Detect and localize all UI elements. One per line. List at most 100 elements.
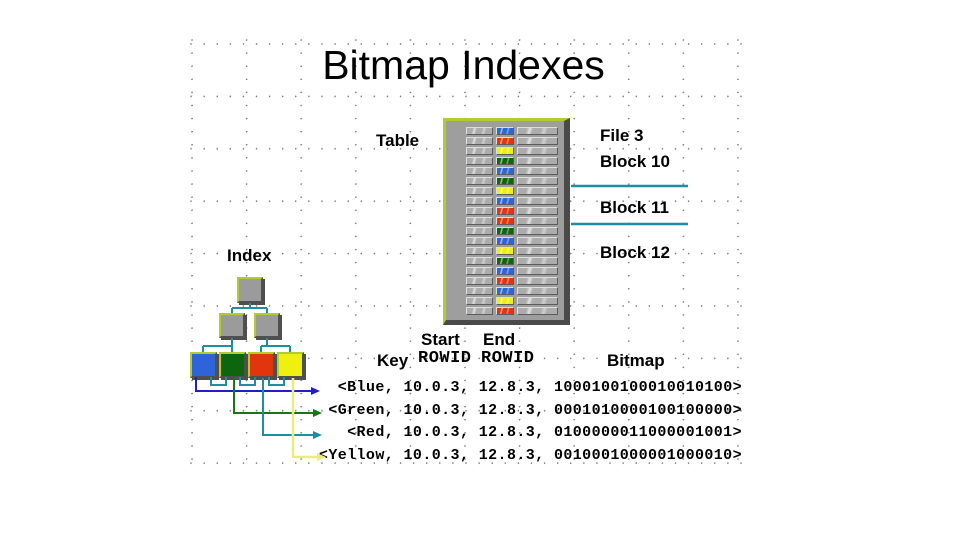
table-row [466, 187, 564, 195]
table-row [466, 227, 564, 235]
row-left-bar [466, 237, 493, 245]
table-row [466, 167, 564, 175]
index-root-node [237, 277, 263, 303]
table-row [466, 127, 564, 135]
row-right-bar [517, 207, 558, 215]
row-color-cell-green [496, 157, 514, 165]
column-header-start: Start [421, 330, 460, 349]
column-header-end-rowid: ROWID [481, 349, 535, 368]
table-row [466, 287, 564, 295]
row-right-bar [517, 157, 558, 165]
record-row-green: <Green, 10.0.3, 12.8.3, 0001010000100100… [328, 402, 742, 419]
index-leaf-node-red [248, 352, 275, 378]
index-leaf-node-blue [190, 352, 217, 378]
table-row [466, 147, 564, 155]
row-color-cell-yellow [496, 297, 514, 305]
row-left-bar [466, 227, 493, 235]
column-header-end: End [483, 330, 516, 349]
row-left-bar [466, 127, 493, 135]
row-right-bar [517, 277, 558, 285]
row-color-cell-red [496, 217, 514, 225]
table-row [466, 217, 564, 225]
row-right-bar [517, 237, 558, 245]
table-row [466, 257, 564, 265]
row-right-bar [517, 307, 558, 315]
row-color-cell-green [496, 177, 514, 185]
row-color-cell-blue [496, 287, 514, 295]
column-header-start-rowid: ROWID [418, 349, 472, 368]
row-right-bar [517, 147, 558, 155]
row-left-bar [466, 207, 493, 215]
row-right-bar [517, 297, 558, 305]
row-color-cell-green [496, 227, 514, 235]
row-color-cell-yellow [496, 147, 514, 155]
table-row [466, 197, 564, 205]
row-left-bar [466, 217, 493, 225]
row-left-bar [466, 177, 493, 185]
table-row [466, 297, 564, 305]
table-row [466, 237, 564, 245]
column-header-key: Key [377, 351, 409, 370]
block-label-10: Block 10 [600, 152, 670, 171]
row-left-bar [466, 287, 493, 295]
row-left-bar [466, 297, 493, 305]
row-left-bar [466, 277, 493, 285]
row-right-bar [517, 227, 558, 235]
row-color-cell-blue [496, 237, 514, 245]
row-right-bar [517, 247, 558, 255]
index-leaf-node-yellow [277, 352, 304, 378]
column-header-bitmap: Bitmap [607, 351, 665, 370]
row-left-bar [466, 267, 493, 275]
row-right-bar [517, 187, 558, 195]
table-row [466, 277, 564, 285]
row-right-bar [517, 197, 558, 205]
table-row [466, 207, 564, 215]
row-color-cell-blue [496, 167, 514, 175]
row-color-cell-green [496, 257, 514, 265]
table-row [466, 177, 564, 185]
block-label-11: Block 11 [600, 198, 669, 217]
table-row [466, 307, 564, 315]
row-right-bar [517, 287, 558, 295]
row-right-bar [517, 137, 558, 145]
index-leaf-node-green [219, 352, 246, 378]
block-label-12: Block 12 [600, 243, 670, 262]
row-color-cell-red [496, 277, 514, 285]
row-left-bar [466, 147, 493, 155]
row-right-bar [517, 267, 558, 275]
row-left-bar [466, 187, 493, 195]
table-row [466, 247, 564, 255]
row-color-cell-red [496, 207, 514, 215]
row-left-bar [466, 257, 493, 265]
row-left-bar [466, 307, 493, 315]
table-row-container [466, 127, 564, 315]
row-right-bar [517, 257, 558, 265]
row-right-bar [517, 127, 558, 135]
row-color-cell-red [496, 307, 514, 315]
row-color-cell-yellow [496, 187, 514, 195]
record-row-red: <Red, 10.0.3, 12.8.3, 010000001100000100… [347, 424, 742, 441]
row-left-bar [466, 137, 493, 145]
table-label: Table [376, 131, 420, 150]
index-branch-node-left [219, 313, 245, 338]
index-branch-node-right [254, 313, 280, 338]
table-row [466, 157, 564, 165]
file-label: File 3 [600, 126, 644, 145]
row-color-cell-blue [496, 197, 514, 205]
record-row-yellow: <Yellow, 10.0.3, 12.8.3, 001000100000100… [318, 447, 742, 464]
row-color-cell-blue [496, 267, 514, 275]
row-color-cell-blue [496, 127, 514, 135]
row-right-bar [517, 167, 558, 175]
row-color-cell-yellow [496, 247, 514, 255]
row-left-bar [466, 167, 493, 175]
table-block [443, 118, 570, 325]
table-row [466, 267, 564, 275]
row-left-bar [466, 197, 493, 205]
index-label: Index [227, 246, 272, 265]
row-right-bar [517, 177, 558, 185]
slide-title: Bitmap Indexes [322, 42, 605, 88]
row-left-bar [466, 247, 493, 255]
table-row [466, 137, 564, 145]
record-row-blue: <Blue, 10.0.3, 12.8.3, 10001001000100101… [337, 379, 742, 396]
row-color-cell-red [496, 137, 514, 145]
